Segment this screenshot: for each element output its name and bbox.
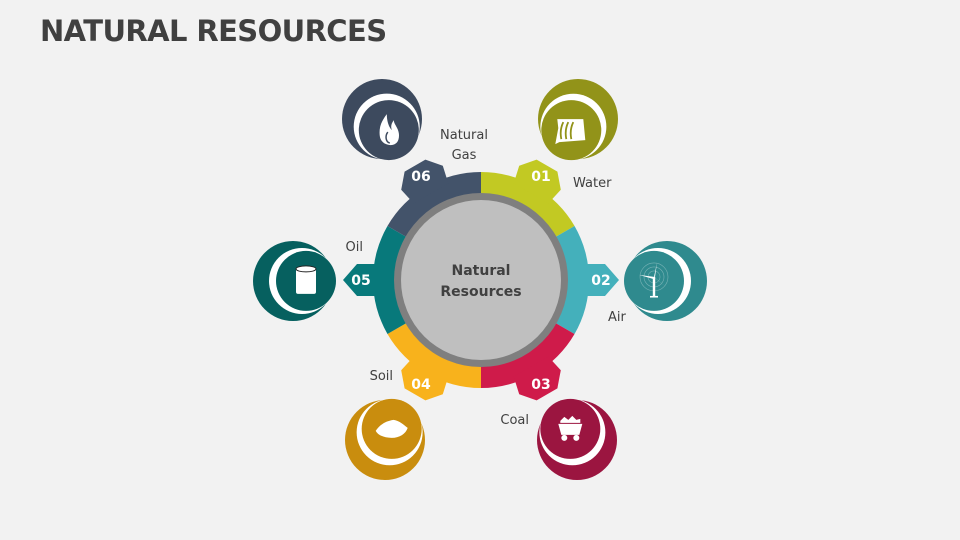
resource-icons [253,79,707,480]
ring-segment [481,172,575,240]
wind-turbine-icon [639,262,669,298]
number-tab [513,356,561,401]
wheel-segments: 01 02 03 04 05 06 [343,159,619,401]
soil-pile-badge [345,398,425,480]
oil-barrel-icon [294,265,317,294]
segment-03: 03 [481,320,575,401]
dam-badge [538,79,618,161]
center-title-line2: Resources [440,284,521,300]
step-number: 06 [411,169,430,185]
ring-segment [387,172,481,240]
segment-01: 01 [481,159,575,240]
resource-label: Coal [500,413,529,428]
page-title: NATURAL RESOURCES [40,14,387,48]
resource-label: Oil [346,240,363,255]
coal-cart-badge [537,398,617,480]
wind-turbine-badge [624,241,707,321]
soil-pile-icon [375,419,408,438]
resource-label: Air [608,310,627,325]
resource-label: Gas [452,148,477,163]
center-circle [401,200,561,360]
step-number: 05 [351,273,370,289]
oil-barrel-badge [253,241,336,321]
number-tab [401,159,449,204]
step-number: 04 [411,377,431,393]
dam-icon [555,119,586,145]
flame-icon [379,114,399,146]
segment-06: 06 [387,159,481,240]
step-number: 02 [591,273,610,289]
flame-badge [342,79,422,161]
step-number: 01 [531,169,550,185]
resource-label: Natural [440,128,488,143]
number-tab [581,264,619,296]
number-tab [513,159,561,204]
ring-segment [387,320,481,388]
resource-label: Soil [370,369,393,384]
segment-04: 04 [387,320,481,401]
number-tab [401,356,449,401]
number-tab [343,264,381,296]
resource-label: Water [573,176,612,191]
step-number: 03 [531,377,550,393]
coal-cart-icon [558,415,583,441]
center-title-line1: Natural [452,263,511,279]
ring-segment [481,320,575,388]
